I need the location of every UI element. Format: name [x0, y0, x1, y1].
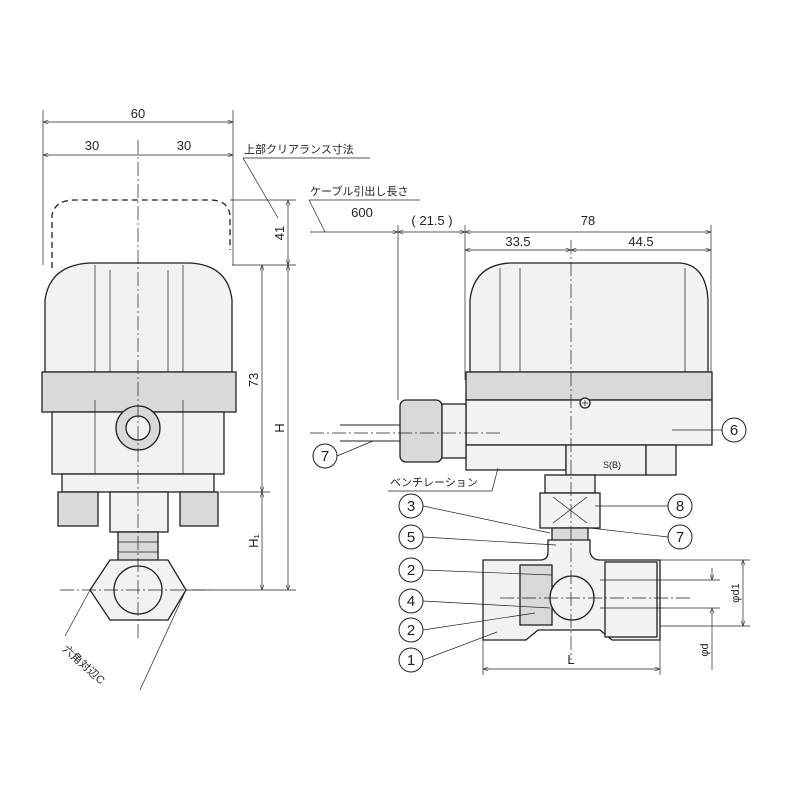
- label-ventilation: ベンチレーション: [390, 476, 478, 489]
- dim-depth-total: 78: [581, 213, 595, 228]
- dim-width-right: 30: [177, 138, 191, 153]
- label-switch: S(B): [603, 460, 621, 470]
- svg-text:7: 7: [676, 529, 684, 546]
- svg-text:2: 2: [407, 562, 415, 579]
- side-view: ケーブル引出し長さ 600 ( 21.5 ) 78 33.5 44.5 S(B): [308, 184, 750, 675]
- dim-d: φd: [699, 643, 711, 656]
- svg-text:8: 8: [676, 498, 684, 515]
- dim-H1: H₁: [246, 534, 261, 548]
- dim-L: L: [567, 652, 574, 667]
- svg-text:4: 4: [407, 593, 415, 610]
- balloon-3: 3: [398, 493, 551, 534]
- balloon-2-upper: 2: [398, 557, 553, 583]
- label-hex: 六角対辺C: [60, 642, 108, 687]
- balloon-1: 1: [398, 631, 498, 673]
- actuator-cover: [44, 262, 233, 373]
- balloon-cable: 7: [312, 440, 374, 469]
- dim-cable: 600: [351, 205, 373, 220]
- balloon-4: 4: [398, 588, 551, 614]
- dim-d1: φd1: [730, 583, 742, 602]
- svg-text:6: 6: [730, 422, 738, 439]
- balloon-5: 5: [398, 524, 557, 550]
- svg-text:5: 5: [407, 529, 415, 546]
- label-clearance: 上部クリアランス寸法: [244, 142, 354, 156]
- dim-H: H: [272, 423, 287, 432]
- side-actuator-cover: [469, 262, 709, 373]
- balloon-8: 8: [595, 493, 693, 519]
- dim-gland: ( 21.5 ): [411, 213, 452, 228]
- svg-text:3: 3: [407, 498, 415, 515]
- dim-actuator-height: 73: [246, 373, 261, 387]
- actuator-band: [41, 371, 237, 413]
- balloon-7-right: 7: [589, 524, 693, 550]
- svg-text:2: 2: [407, 622, 415, 639]
- side-cable-gland: [399, 399, 443, 463]
- dim-width-left: 30: [85, 138, 99, 153]
- clearance-outline: [51, 199, 231, 268]
- dim-depth-left: 33.5: [505, 234, 530, 249]
- svg-text:1: 1: [407, 652, 415, 669]
- svg-text:7: 7: [321, 448, 329, 465]
- dim-clearance: 41: [272, 226, 287, 240]
- label-cable: ケーブル引出し長さ: [310, 184, 408, 198]
- dim-depth-right: 44.5: [628, 234, 653, 249]
- dim-width-total: 60: [131, 106, 145, 121]
- front-view: 60 30 30 上部クリアランス寸法 41 73 H H₁ 六角対辺C: [41, 106, 370, 691]
- balloon-2-lower: 2: [398, 612, 536, 643]
- balloon-6: 6: [672, 417, 747, 443]
